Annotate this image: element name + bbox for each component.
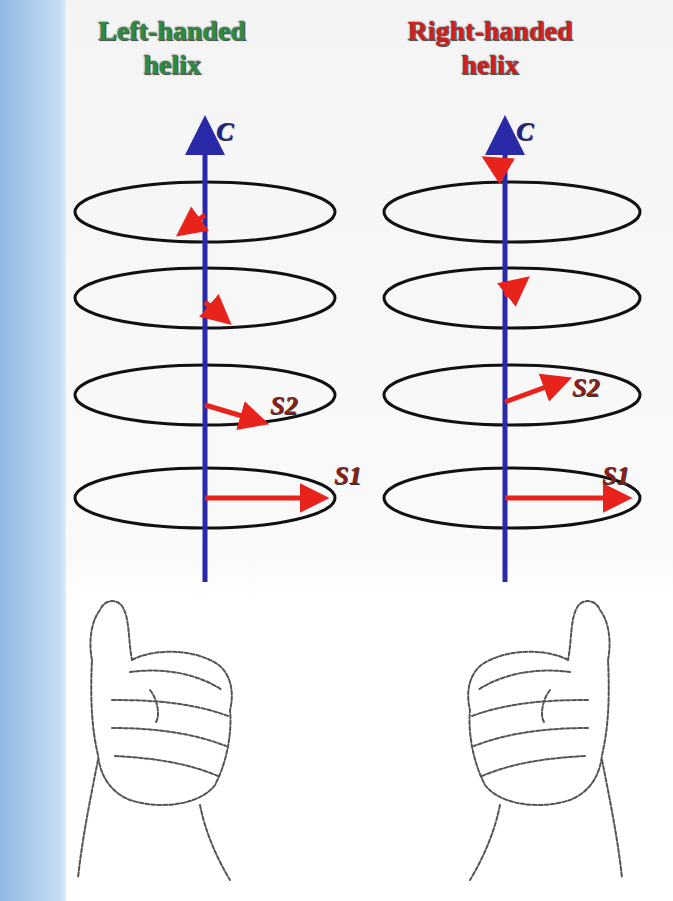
axis-label: C: [516, 118, 533, 146]
vector-label: S1: [334, 462, 361, 490]
vector-label: S1: [602, 462, 629, 490]
vector-label: S2: [270, 392, 297, 420]
helix-title: Right-handed helix: [380, 14, 600, 82]
axis-label: C: [216, 118, 233, 146]
background-panel: [66, 0, 673, 901]
helix-title: Left-handed helix: [72, 14, 272, 82]
vector-label: S2: [572, 374, 599, 402]
